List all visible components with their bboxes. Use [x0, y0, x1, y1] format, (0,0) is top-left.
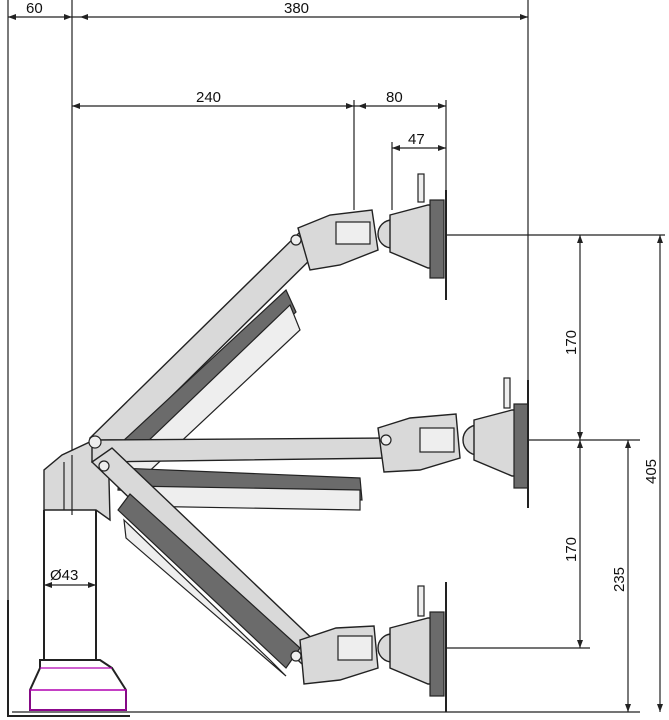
- dim-240-label: 240: [196, 89, 221, 106]
- arm-top: [88, 173, 447, 481]
- pivot-joints: [88, 234, 392, 662]
- arm-middle: [91, 377, 529, 511]
- arm-bottom: [90, 447, 447, 712]
- dim-170-bottom-label: 170: [563, 537, 580, 562]
- dim-405-label: 405: [643, 459, 660, 484]
- dim-380-label: 380: [284, 0, 309, 17]
- dimension-lines: [7, 0, 665, 713]
- dim-43-label: Ø43: [50, 567, 78, 584]
- dim-47-label: 47: [408, 131, 425, 148]
- dim-80-label: 80: [386, 89, 403, 106]
- dim-60-label: 60: [26, 0, 43, 17]
- dim-235-label: 235: [611, 567, 628, 592]
- dim-170-top-label: 170: [563, 330, 580, 355]
